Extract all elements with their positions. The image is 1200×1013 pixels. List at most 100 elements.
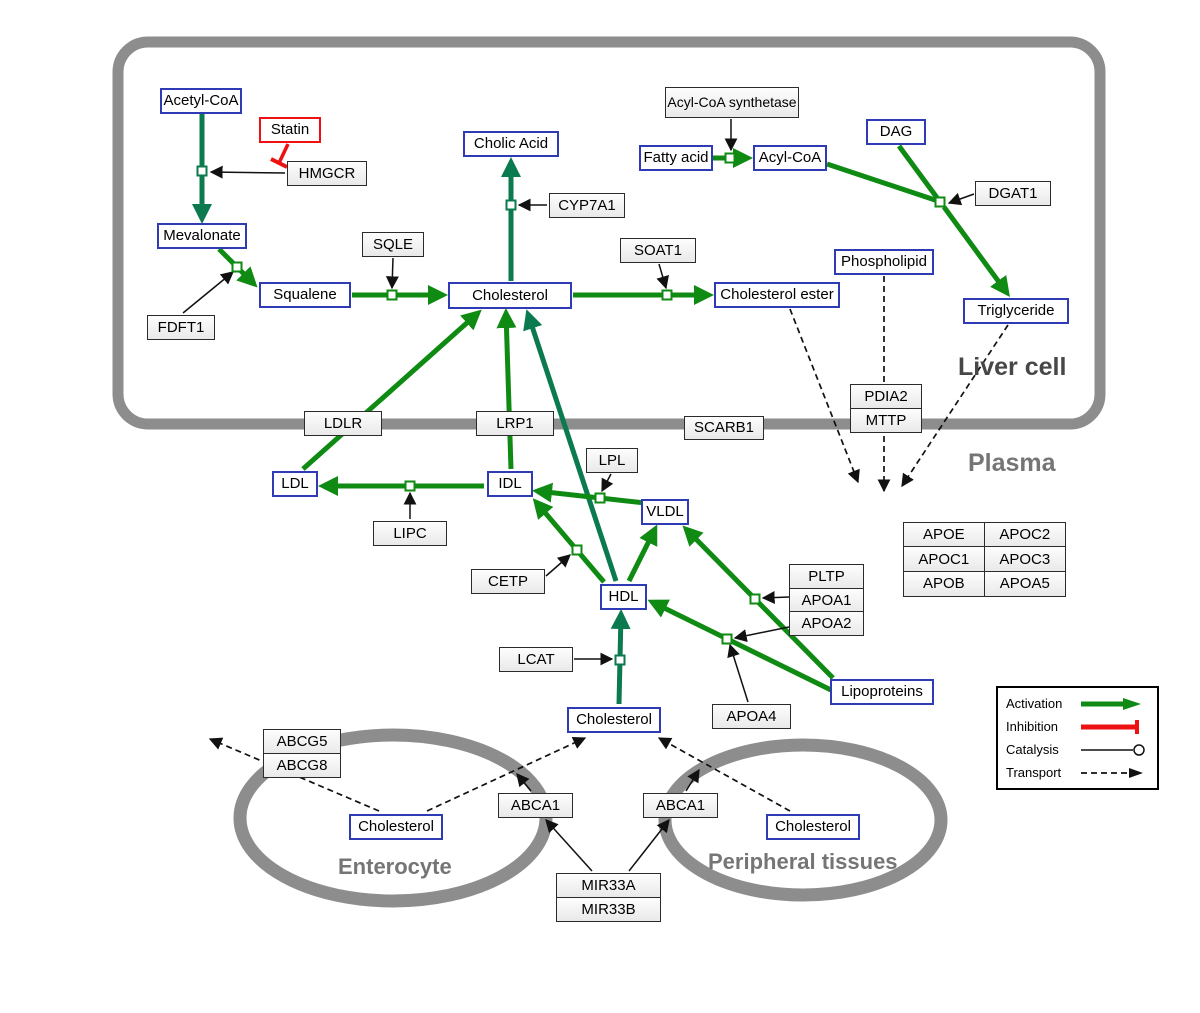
reaction-node-hmgcr bbox=[196, 165, 208, 177]
node-cholesterol-liver[interactable]: Cholesterol bbox=[448, 282, 572, 309]
catalysis-edges bbox=[182, 119, 975, 872]
edge-hmgcr-catalysis bbox=[209, 165, 286, 179]
edge-junction-triglyceride bbox=[941, 205, 1010, 298]
reaction-node-pltp bbox=[749, 593, 761, 605]
node-idl[interactable]: IDL bbox=[487, 471, 533, 497]
node-lcat[interactable]: LCAT bbox=[499, 647, 573, 672]
reaction-node-dgat1 bbox=[934, 196, 946, 208]
node-lpl[interactable]: LPL bbox=[586, 448, 638, 473]
node-cholic-acid[interactable]: Cholic Acid bbox=[463, 131, 559, 157]
enterocyte-label: Enterocyte bbox=[338, 854, 452, 879]
node-cholesterol-peripheral[interactable]: Cholesterol bbox=[766, 814, 860, 840]
reaction-node-cyp7a1 bbox=[505, 199, 517, 211]
node-mevalonate[interactable]: Mevalonate bbox=[157, 223, 247, 249]
node-abcg5[interactable]: ABCG5 bbox=[263, 729, 341, 754]
node-lrp1[interactable]: LRP1 bbox=[476, 411, 554, 436]
node-mir33b[interactable]: MIR33B bbox=[556, 896, 661, 922]
apo-cell-apoe[interactable]: APOE bbox=[902, 521, 985, 548]
edge-sqle-catalysis bbox=[385, 257, 399, 290]
node-vldl[interactable]: VLDL bbox=[641, 499, 689, 525]
statin-inhibition-line bbox=[277, 143, 290, 164]
apo-cell-apoc1[interactable]: APOC1 bbox=[902, 546, 985, 573]
node-dgat1[interactable]: DGAT1 bbox=[975, 181, 1051, 206]
apo-cell-apoc2[interactable]: APOC2 bbox=[983, 521, 1066, 548]
reaction-node-lcat bbox=[614, 654, 626, 666]
reaction-node-apoa4 bbox=[721, 633, 733, 645]
peripheral-tissues-label: Peripheral tissues bbox=[708, 849, 898, 874]
node-mir33a[interactable]: MIR33A bbox=[556, 873, 661, 898]
node-squalene[interactable]: Squalene bbox=[259, 282, 351, 308]
legend-row-inhibition: Inhibition bbox=[1006, 719, 1149, 735]
reaction-node-acylcoa-synthetase bbox=[724, 152, 736, 164]
node-fatty-acid[interactable]: Fatty acid bbox=[639, 145, 713, 171]
node-lipc[interactable]: LIPC bbox=[373, 521, 447, 546]
node-abca1-left[interactable]: ABCA1 bbox=[498, 793, 573, 818]
edge-mir33-abca1-right bbox=[628, 818, 670, 872]
node-cyp7a1[interactable]: CYP7A1 bbox=[549, 193, 625, 218]
node-abcg-group: ABCG5 ABCG8 bbox=[263, 729, 341, 778]
node-cholesterol-plasma[interactable]: Cholesterol bbox=[567, 707, 661, 733]
node-fdft1[interactable]: FDFT1 bbox=[147, 315, 215, 340]
reaction-node-soat1 bbox=[661, 289, 673, 301]
reaction-node-lipc bbox=[404, 480, 416, 492]
node-acyl-coa-synthetase[interactable]: Acyl-CoA synthetase bbox=[665, 87, 799, 118]
apo-cell-apoc3[interactable]: APOC3 bbox=[983, 546, 1066, 573]
node-pdia2[interactable]: PDIA2 bbox=[850, 384, 922, 409]
inhibition-tbar-icon bbox=[1081, 719, 1139, 734]
node-apoa1[interactable]: APOA1 bbox=[789, 587, 864, 613]
edge-cholesterolester-plasma bbox=[789, 308, 860, 484]
apo-cell-apoa5[interactable]: APOA5 bbox=[983, 570, 1066, 597]
node-dag[interactable]: DAG bbox=[866, 119, 926, 145]
edge-abca1-left-catalysis bbox=[516, 772, 532, 792]
transport-edges bbox=[208, 276, 1009, 812]
node-mir33-group: MIR33A MIR33B bbox=[556, 873, 661, 922]
edge-fdft1-catalysis bbox=[182, 271, 235, 314]
edge-apoa4-catalysis bbox=[727, 643, 749, 703]
legend-transport-label: Transport bbox=[1006, 765, 1062, 780]
statin-inhibition-tbar bbox=[270, 157, 288, 169]
node-pdia2-mttp-group: PDIA2 MTTP bbox=[850, 384, 922, 433]
node-abca1-right[interactable]: ABCA1 bbox=[643, 793, 718, 818]
edge-cetp-catalysis bbox=[545, 554, 571, 577]
edge-acylcoa-dgat1-junction bbox=[826, 161, 939, 204]
node-ldl[interactable]: LDL bbox=[272, 471, 318, 497]
node-sqle[interactable]: SQLE bbox=[362, 232, 424, 257]
node-acetyl-coa[interactable]: Acetyl-CoA bbox=[160, 88, 242, 114]
edge-apoa2-catalysis bbox=[733, 626, 790, 643]
activation-arrow-icon bbox=[1081, 697, 1141, 710]
liver-cell-membrane bbox=[112, 36, 1106, 430]
node-abcg8[interactable]: ABCG8 bbox=[263, 752, 341, 778]
reaction-node-sqle bbox=[386, 289, 398, 301]
liver-cell-label: Liver cell bbox=[958, 353, 1067, 381]
node-cholesterol-ester[interactable]: Cholesterol ester bbox=[714, 282, 840, 308]
node-lipoproteins[interactable]: Lipoproteins bbox=[830, 679, 934, 705]
legend-catalysis-label: Catalysis bbox=[1006, 742, 1059, 757]
edge-hdl-liver-cholesterol bbox=[523, 309, 619, 582]
edge-enterocyte-cholesterol-plasma bbox=[426, 737, 587, 812]
node-pltp[interactable]: PLTP bbox=[789, 564, 864, 589]
node-acyl-coa[interactable]: Acyl-CoA bbox=[753, 145, 827, 171]
node-hmgcr[interactable]: HMGCR bbox=[287, 161, 367, 186]
legend-row-transport: Transport bbox=[1006, 765, 1149, 781]
node-statin[interactable]: Statin bbox=[259, 117, 321, 143]
node-apoa4[interactable]: APOA4 bbox=[712, 704, 791, 729]
node-ldlr[interactable]: LDLR bbox=[304, 411, 382, 436]
apo-cell-apob[interactable]: APOB bbox=[902, 570, 985, 597]
node-hdl[interactable]: HDL bbox=[600, 584, 647, 610]
node-soat1[interactable]: SOAT1 bbox=[620, 238, 696, 263]
node-apoa2[interactable]: APOA2 bbox=[789, 611, 864, 637]
edge-idl-liver-cholesterol bbox=[496, 308, 517, 470]
edge-hdl-idl bbox=[532, 498, 606, 584]
edge-abca1-right-catalysis bbox=[685, 768, 700, 792]
node-triglyceride[interactable]: Triglyceride bbox=[963, 298, 1069, 324]
edge-pltp-apoa-catalysis bbox=[761, 591, 790, 605]
node-phospholipid[interactable]: Phospholipid bbox=[834, 249, 934, 275]
edge-triglyceride-plasma bbox=[901, 324, 1009, 488]
node-scarb1[interactable]: SCARB1 bbox=[684, 416, 764, 440]
node-cholesterol-enterocyte[interactable]: Cholesterol bbox=[349, 814, 443, 840]
node-cetp[interactable]: CETP bbox=[471, 569, 545, 594]
edge-lpl-catalysis bbox=[601, 473, 614, 493]
node-mttp[interactable]: MTTP bbox=[850, 407, 922, 433]
legend-row-activation: Activation bbox=[1006, 696, 1149, 712]
